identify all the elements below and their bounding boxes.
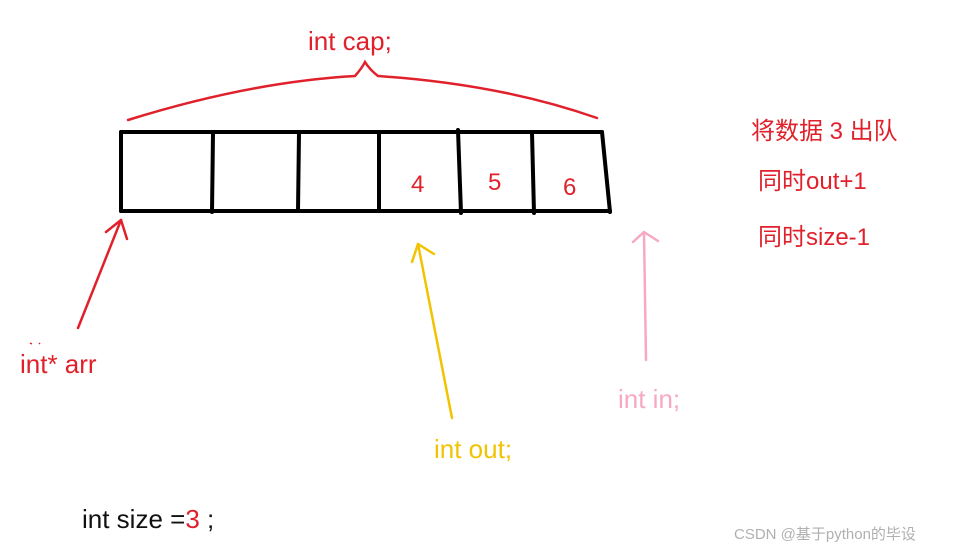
dequeue-note: 将数据 3 出队 — [751, 118, 898, 145]
out-increment-note: 同时out+1 — [758, 168, 867, 195]
array-outline — [119, 128, 612, 215]
in-arrow — [631, 230, 660, 362]
size-value: 3 — [185, 504, 200, 534]
cell-value: 5 — [488, 169, 502, 196]
size-prefix: int size = — [82, 504, 186, 534]
cell-divider — [296, 131, 301, 213]
cell-divider — [530, 131, 536, 215]
size-decrement-note: 同时size-1 — [758, 224, 871, 251]
out-arrow — [410, 242, 454, 420]
cell-value: 4 — [411, 171, 425, 198]
watermark: CSDN @基于python的毕设 — [734, 526, 916, 543]
array-right-edge — [600, 130, 612, 214]
cap-brace — [126, 59, 599, 122]
arr-arrow — [76, 218, 129, 330]
arr-label: int* arr — [20, 349, 97, 379]
stray-mark — [29, 342, 41, 345]
out-label: int out; — [434, 434, 513, 464]
cell-divider — [210, 131, 215, 214]
cell-divider — [456, 128, 463, 215]
size-suffix: ; — [207, 504, 215, 534]
size-declaration: int size =3 ; — [82, 506, 214, 532]
cap-label: int cap; — [308, 26, 392, 56]
in-label: int in; — [618, 384, 681, 414]
cell-value: 6 — [563, 174, 577, 201]
